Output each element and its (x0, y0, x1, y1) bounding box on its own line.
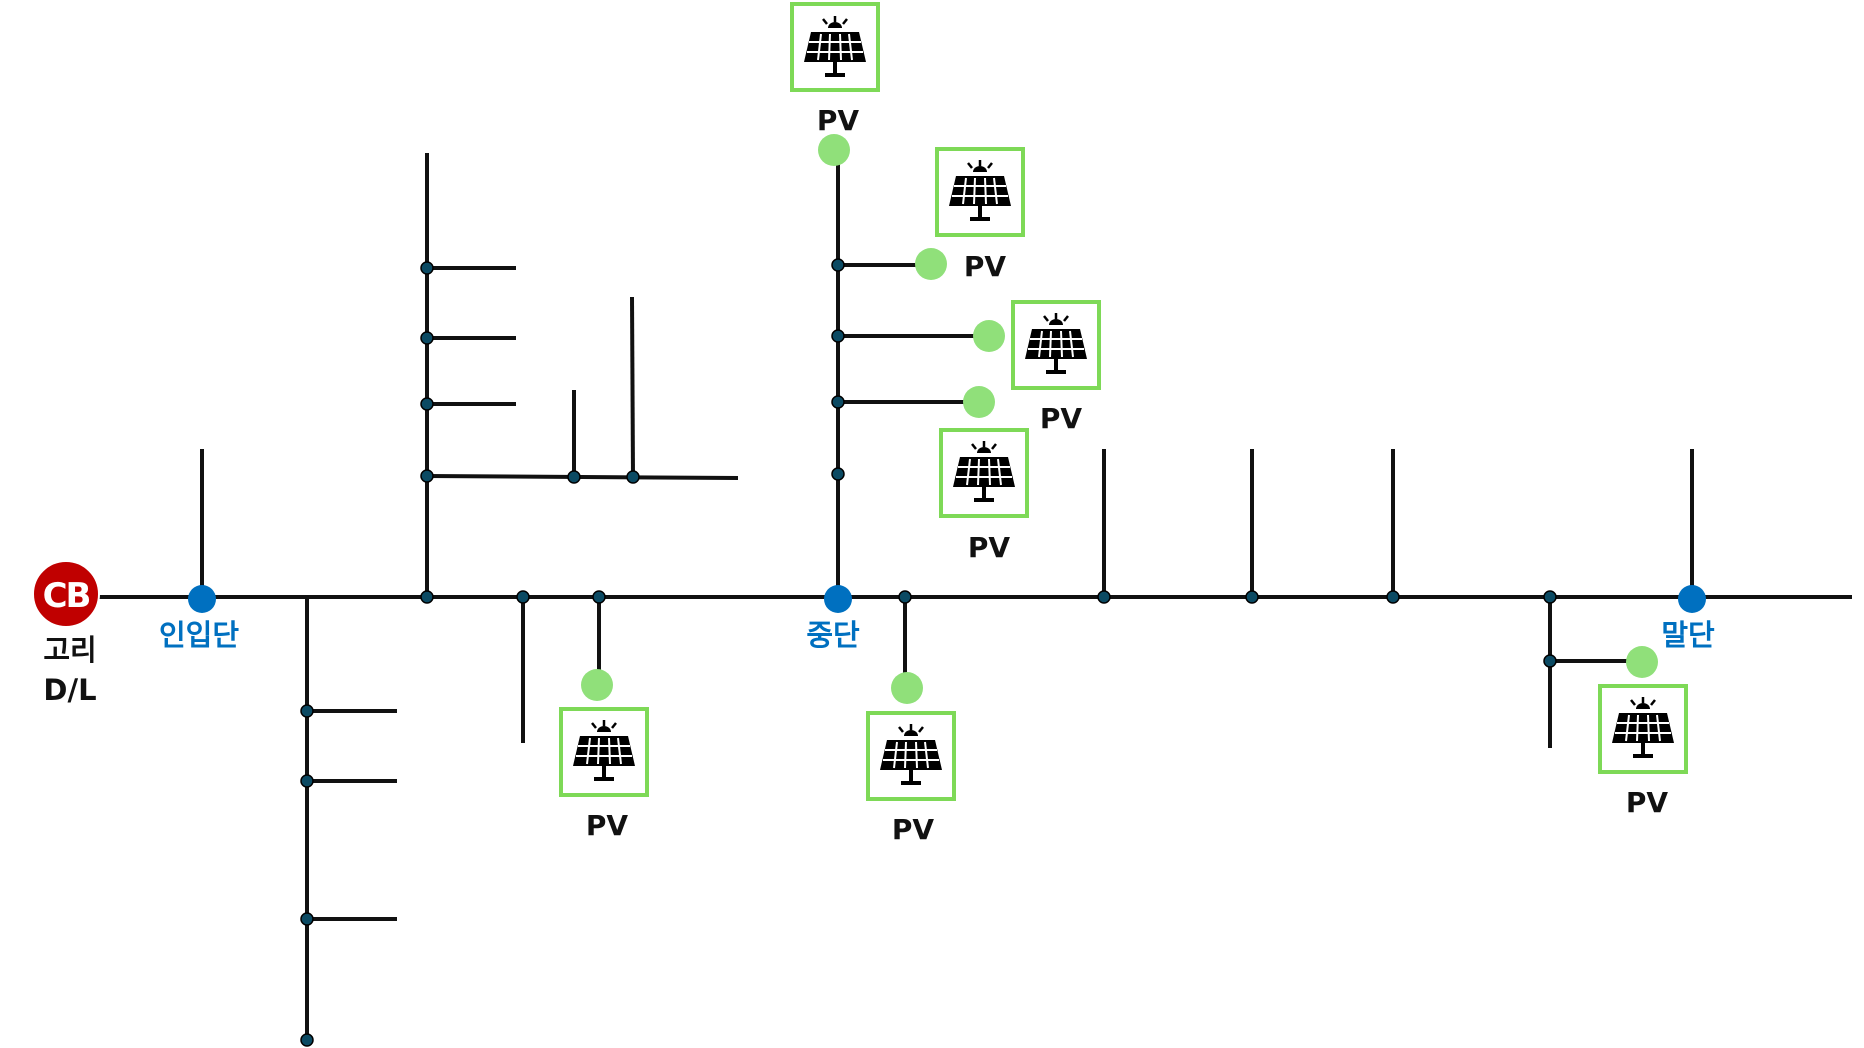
pv-label: PV (1626, 786, 1669, 819)
junction-node (300, 912, 314, 926)
junction-nodes (300, 258, 1557, 1047)
pv-connection-node (1626, 646, 1658, 678)
junction-node (516, 590, 530, 604)
pv-connection-node (818, 134, 850, 166)
pv-connection-node (963, 386, 995, 418)
feeder-name: 고리 (43, 633, 96, 667)
inlet-point (188, 585, 216, 613)
pv-unit: PV (559, 707, 649, 842)
pv-unit: PV (1011, 300, 1101, 435)
pv-label: PV (968, 531, 1011, 564)
pv-label: PV (1040, 402, 1083, 435)
junction-node (1543, 654, 1557, 668)
junction-node (592, 590, 606, 604)
pv-label: PV (892, 813, 935, 846)
junction-node (420, 261, 434, 275)
junction-node (1543, 590, 1557, 604)
pv-unit: PV (1598, 684, 1688, 819)
pv-label: PV (964, 250, 1007, 283)
lateral-line (426, 474, 739, 480)
inlet-label: 인입단 (159, 618, 239, 652)
pv-connection-node (891, 672, 923, 704)
pv-unit: PV (866, 711, 956, 846)
pv-connection-node (915, 248, 947, 280)
pv-unit: PV (939, 428, 1029, 564)
end-label: 말단 (1661, 618, 1715, 652)
feeder-type: D/L (43, 673, 96, 707)
junction-node (1097, 590, 1111, 604)
junction-node (831, 258, 845, 272)
lateral-line (630, 296, 635, 478)
junction-node (626, 470, 640, 484)
end-point (1678, 585, 1706, 613)
junction-node (420, 397, 434, 411)
junction-node (898, 590, 912, 604)
junction-node (831, 329, 845, 343)
junction-node (567, 470, 581, 484)
pv-connection-node (581, 669, 613, 701)
pv-label: PV (817, 104, 860, 137)
breaker-label: CB (43, 576, 90, 616)
junction-node (831, 467, 845, 481)
junction-node (1245, 590, 1259, 604)
middle-point (824, 585, 852, 613)
pv-connection-node (973, 320, 1005, 352)
middle-label: 중단 (806, 618, 860, 652)
junction-node (831, 395, 845, 409)
circuit-breaker-icon: CB (32, 560, 100, 628)
pv-unit: PV (935, 147, 1025, 283)
junction-node (300, 704, 314, 718)
pv-label: PV (586, 809, 629, 842)
junction-node (300, 1033, 314, 1047)
junction-node (420, 331, 434, 345)
junction-node (1386, 590, 1400, 604)
junction-node (300, 774, 314, 788)
junction-node (420, 469, 434, 483)
pv-unit: PV (790, 2, 880, 137)
junction-node (420, 590, 434, 604)
